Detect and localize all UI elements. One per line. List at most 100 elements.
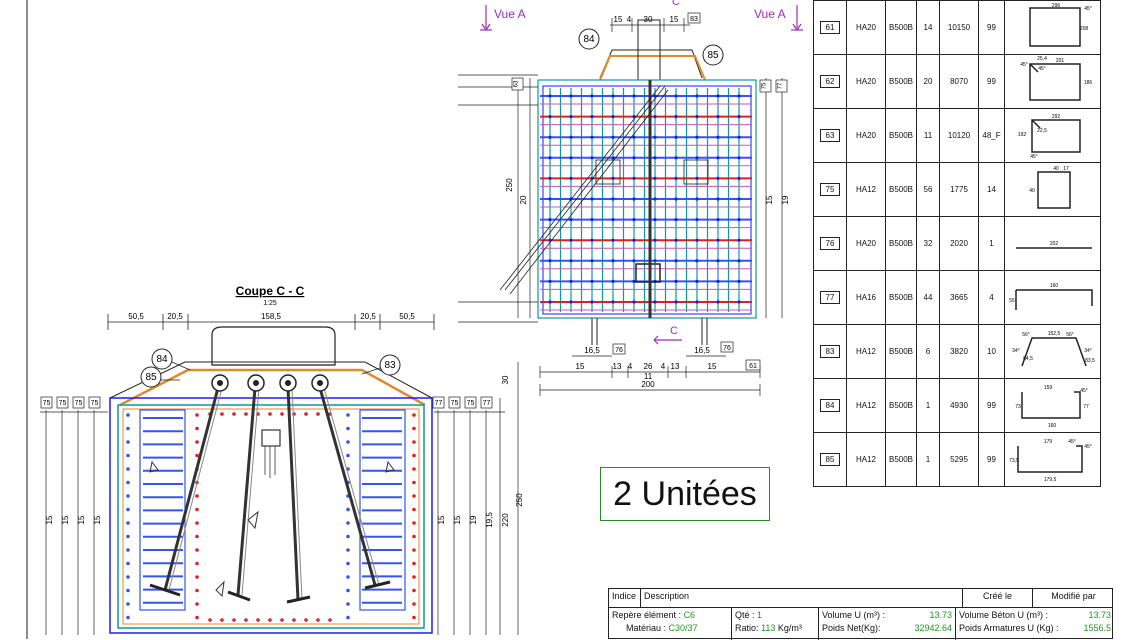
bar-rep: 75 — [819, 183, 841, 196]
bar-cell-rep: 85 — [813, 432, 847, 487]
tb-poids-net-label: Poids Net(Kg): — [822, 623, 881, 633]
callout-83: 83 — [384, 360, 396, 371]
bar-shape-dim: 45° — [1038, 66, 1046, 72]
bar-cell-len: 3820 — [939, 324, 979, 379]
bar-cell-code: 4 — [978, 270, 1005, 325]
bar-cell-dia: HA20 — [846, 108, 886, 163]
tb-qte-label: Qté : — [735, 610, 755, 620]
section-mark-top: C — [672, 0, 680, 8]
tb-vol-u-value: 13.73 — [929, 610, 952, 620]
ref-left-0: 75 — [43, 400, 51, 407]
bar-cell-code: 99 — [978, 54, 1005, 109]
tb-h-modifie: Modifié par — [1051, 591, 1096, 601]
bar-mat: B500B — [888, 185, 914, 194]
dim-left-3: 15 — [93, 515, 102, 524]
bar-shape-dim: 45° — [1084, 444, 1092, 450]
bar-cell-len: 1775 — [939, 162, 979, 217]
bar-cell-dia: HA12 — [846, 378, 886, 433]
bar-shape-dim: 73,5 — [1009, 458, 1019, 464]
bar-rep: 85 — [819, 453, 841, 466]
elev-bottom2-ref: 61 — [749, 363, 757, 370]
bar-cell-rep: 75 — [813, 162, 847, 217]
bar-code: 48_F — [982, 131, 1001, 140]
bar-cell-code: 10 — [978, 324, 1005, 379]
vue-a-right: Vue A — [754, 7, 786, 21]
bar-rep: 62 — [819, 75, 841, 88]
elev-left-1: 20 — [519, 195, 528, 204]
bar-shape-dim: 84,5 — [1023, 356, 1033, 362]
dim-top-2: 158,5 — [261, 312, 282, 321]
bar-dia: HA20 — [855, 23, 876, 32]
bar-shape-dim: 296 — [1051, 3, 1060, 9]
bar-cell-code: 48_F — [978, 108, 1005, 163]
bar-cell-dia: HA12 — [846, 324, 886, 379]
dim-top-0: 50,5 — [128, 312, 144, 321]
bar-cell-n: 11 — [916, 108, 940, 163]
bar-shape-dim: 34° — [1084, 348, 1092, 354]
bar-cell-dia: HA12 — [846, 432, 886, 487]
bar-shape-dim: 45° — [1020, 62, 1028, 68]
dim-left-0: 15 — [45, 515, 54, 524]
elev-left-ref: 63 — [514, 80, 520, 87]
bar-dia: HA16 — [855, 293, 876, 302]
tb-qte-value: 1 — [757, 610, 763, 620]
bar-cell-n: 1 — [916, 432, 940, 487]
bar-code: 99 — [987, 77, 996, 86]
dim-left-2: 15 — [77, 515, 86, 524]
bar-dia: HA12 — [855, 455, 876, 464]
bar-len: 3665 — [950, 293, 968, 302]
callout-85: 85 — [145, 372, 157, 383]
bar-len: 5295 — [950, 455, 968, 464]
bar-cell-dia: HA16 — [846, 270, 886, 325]
bar-dia: HA12 — [855, 185, 876, 194]
bar-cell-len: 4930 — [939, 378, 979, 433]
bar-shape-dim: 45° — [1084, 6, 1092, 12]
bar-code: 4 — [989, 293, 994, 302]
bar-code: 10 — [987, 347, 996, 356]
bar-shape-dim: 17 — [1063, 166, 1069, 172]
elev-right-ref-0: 75 — [762, 82, 768, 89]
bar-shape-dim: 55 — [1009, 298, 1015, 304]
bar-cell-len: 10150 — [939, 0, 979, 55]
elev-bottom2-1: 13 — [613, 362, 622, 371]
bar-len: 2020 — [950, 239, 968, 248]
bar-shape-dim: 56° — [1022, 332, 1030, 338]
tb-repere-value: C6 — [683, 610, 696, 620]
bar-shape-dim: 22,5 — [1037, 128, 1047, 134]
elev-right-0: 15 — [765, 195, 774, 204]
bar-shape-dim: 83,5 — [1085, 358, 1095, 364]
ref-left-2: 75 — [75, 400, 83, 407]
tb-poids-net-value: 32942.64 — [914, 623, 952, 633]
bar-mat: B500B — [888, 455, 914, 464]
elev-right-1: 19 — [781, 195, 790, 204]
bar-cell-mat: B500B — [885, 162, 917, 217]
elev-bottom2-6: 15 — [708, 362, 717, 371]
bar-cell-dia: HA20 — [846, 54, 886, 109]
bar-cell-len: 2020 — [939, 216, 979, 271]
bar-cell-mat: B500B — [885, 432, 917, 487]
bar-cell-n: 44 — [916, 270, 940, 325]
bar-shape-dim: 77 — [1083, 404, 1089, 410]
bar-cell-rep: 61 — [813, 0, 847, 55]
ref-right-2: 75 — [467, 400, 475, 407]
bar-n: 11 — [923, 131, 933, 140]
bar-len: 10120 — [947, 131, 971, 140]
bar-mat: B500B — [888, 131, 914, 140]
bar-cell-code: 99 — [978, 0, 1005, 55]
bar-shape-dim: 179 — [1043, 439, 1052, 445]
elev-bottom2-5: 13 — [671, 362, 680, 371]
elev-bottom2-4: 4 — [661, 362, 666, 371]
tb-vol-beton-value: 13.73 — [1088, 610, 1111, 620]
dim-right-5: 250 — [515, 493, 524, 507]
bar-shape-dim: 201 — [1055, 58, 1064, 64]
bar-n: 1 — [925, 401, 931, 410]
section-title: Coupe C - C — [236, 284, 305, 298]
